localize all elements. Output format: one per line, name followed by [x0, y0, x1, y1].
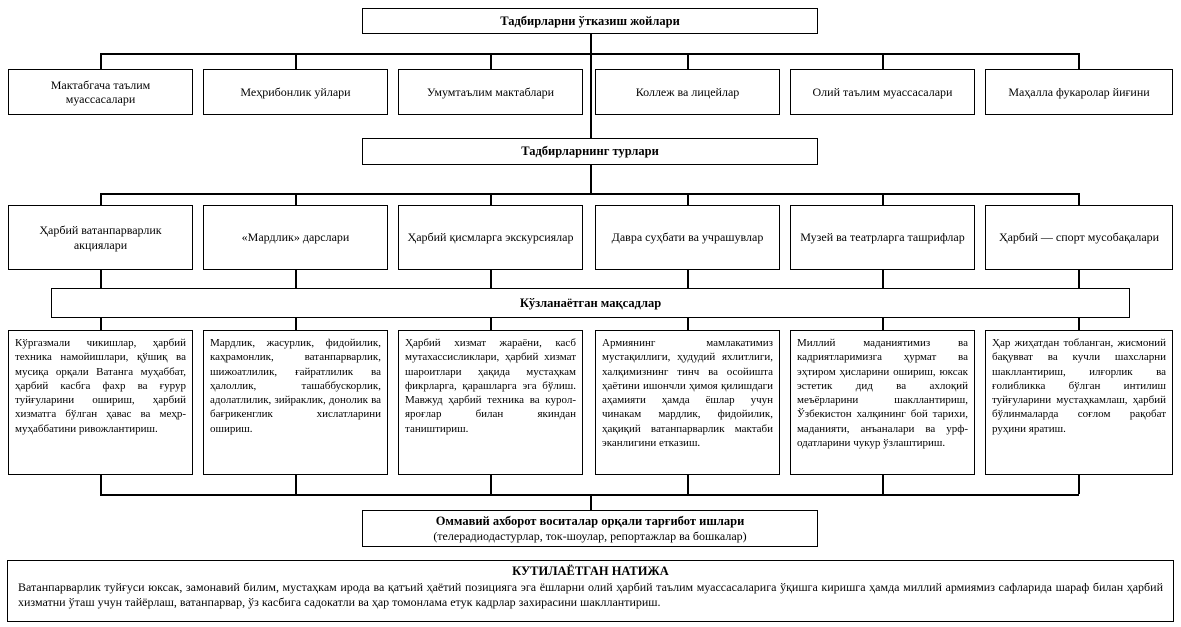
connector-line [490, 193, 492, 205]
node-venue-schools: Умумтаълим мактаблари [398, 69, 583, 115]
connector-line [1078, 475, 1080, 494]
connector-line [687, 318, 689, 330]
node-expected-result: КУТИЛАЁТГАН НАТИЖА Ватанпарварлик туйғус… [7, 560, 1174, 622]
connector-line [100, 193, 102, 205]
connector-line [590, 494, 592, 510]
node-type-courage-lessons: «Мардлик» дарслари [203, 205, 388, 270]
connector-line [100, 53, 1079, 55]
node-types-header: Тадбирларнинг турлари [362, 138, 818, 165]
node-goal-6: Ҳар жиҳатдан тобланган, жисмоний бақувва… [985, 330, 1173, 475]
node-goal-3: Ҳарбий хизмат жараёни, касб мутахассисли… [398, 330, 583, 475]
node-type-roundtables: Давра суҳбати ва учрашувлар [595, 205, 780, 270]
node-type-sport-competitions: Ҳарбий — спорт мусобақалари [985, 205, 1173, 270]
connector-line [100, 270, 102, 288]
connector-line [687, 53, 689, 69]
connector-line [687, 270, 689, 288]
connector-line [100, 494, 1079, 496]
connector-line [882, 53, 884, 69]
connector-line [882, 318, 884, 330]
connector-line [100, 318, 102, 330]
media-outreach-subtitle: (телерадиодастурлар, ток-шоулар, репорта… [433, 528, 747, 543]
connector-line [100, 53, 102, 69]
connector-line [295, 475, 297, 494]
connector-line [882, 270, 884, 288]
connector-line [490, 270, 492, 288]
node-venue-higher-ed: Олий таълим муассасалари [790, 69, 975, 115]
node-goal-4: Армиянинг мамлакатимиз мустақиллиги, ҳуд… [595, 330, 780, 475]
node-venue-colleges: Коллеж ва лицейлар [595, 69, 780, 115]
node-goals-header: Кўзланаётган мақсадлар [51, 288, 1130, 318]
connector-line [1078, 270, 1080, 288]
connector-line [295, 53, 297, 69]
connector-line [490, 53, 492, 69]
node-goal-1: Кўргазмали чикишлар, ҳарбий техника намо… [8, 330, 193, 475]
connector-line [295, 193, 297, 205]
expected-result-body: Ватанпарварлик туйғуси юксак, замонавий … [18, 580, 1163, 609]
connector-line [882, 475, 884, 494]
connector-line [1078, 53, 1080, 69]
node-venue-orphanages: Меҳрибонлик уйлари [203, 69, 388, 115]
node-media-outreach: Оммавий ахборот воситалар орқали тарғибо… [362, 510, 818, 547]
node-type-patriotic-actions: Ҳарбий ватанпарварлик акциялари [8, 205, 193, 270]
expected-result-title: КУТИЛАЁТГАН НАТИЖА [512, 564, 669, 578]
node-venue-preschool: Мактабгача таълим муассасалари [8, 69, 193, 115]
node-venues-header: Тадбирларни ўтказиш жойлари [362, 8, 818, 34]
media-outreach-title: Оммавий ахборот воситалар орқали тарғибо… [435, 513, 745, 528]
node-type-military-excursions: Ҳарбий қисмларга экскурсиялар [398, 205, 583, 270]
connector-line [687, 475, 689, 494]
node-type-museum-visits: Музей ва театрларга ташрифлар [790, 205, 975, 270]
connector-line [100, 475, 102, 494]
connector-line [295, 318, 297, 330]
node-goal-2: Мардлик, жасурлик, фидойилик, каҳрамонли… [203, 330, 388, 475]
node-goal-5: Миллий маданиятимиз ва кадриятларимизга … [790, 330, 975, 475]
connector-line [1078, 318, 1080, 330]
connector-line [490, 318, 492, 330]
node-venue-mahalla: Маҳалла фукаролар йиғини [985, 69, 1173, 115]
connector-line [490, 475, 492, 494]
connector-line [590, 165, 592, 193]
connector-line [882, 193, 884, 205]
connector-line [590, 34, 592, 138]
connector-line [100, 193, 1079, 195]
connector-line [687, 193, 689, 205]
connector-line [295, 270, 297, 288]
connector-line [1078, 193, 1080, 205]
